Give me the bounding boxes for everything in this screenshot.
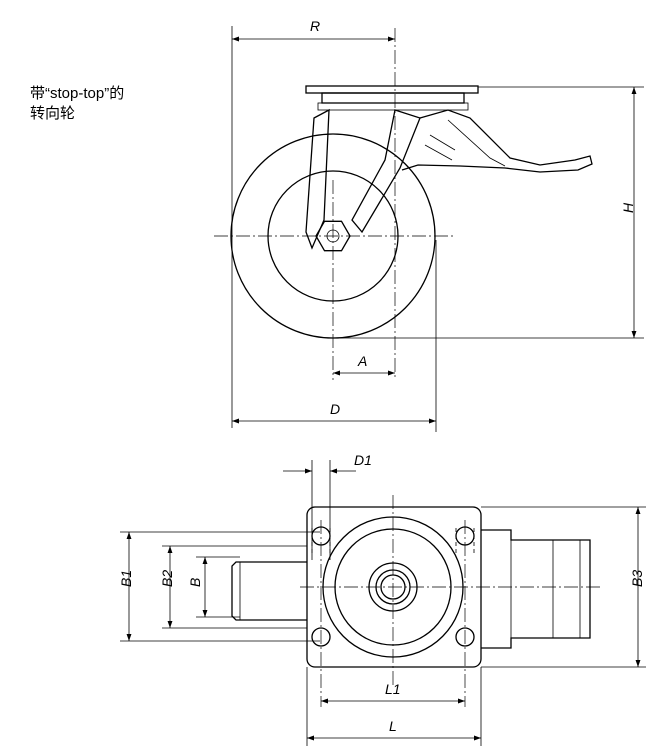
fork-leg bbox=[305, 108, 330, 250]
dim-label-R: R bbox=[310, 18, 320, 34]
swivel-ring bbox=[317, 102, 469, 111]
side-view: R H A D bbox=[214, 18, 644, 432]
swivel-housing bbox=[321, 92, 465, 104]
dim-label-L1: L1 bbox=[385, 681, 401, 697]
wheel-left-stub bbox=[231, 561, 307, 621]
brake-body bbox=[401, 109, 593, 173]
dim-label-B2: B2 bbox=[159, 570, 175, 587]
dim-label-B: B bbox=[187, 578, 203, 587]
fork-leg-right bbox=[351, 109, 421, 234]
brake-pad-outline bbox=[481, 529, 591, 649]
top-view: D1 B1 B2 B B3 L1 L bbox=[118, 452, 646, 746]
dim-label-B3: B3 bbox=[629, 570, 645, 587]
brake-spring bbox=[424, 134, 456, 161]
bolt-hole-bl bbox=[311, 627, 331, 647]
dim-label-B1: B1 bbox=[118, 570, 134, 587]
dim-label-D1: D1 bbox=[354, 452, 372, 468]
dim-label-A: A bbox=[357, 353, 367, 369]
top-plate bbox=[305, 85, 479, 94]
dim-label-L: L bbox=[389, 718, 397, 734]
dim-label-H: H bbox=[620, 202, 636, 213]
brake-lever bbox=[447, 119, 506, 167]
caption-line-1: 带“stop-top”的 bbox=[30, 85, 125, 102]
dim-label-D: D bbox=[330, 401, 340, 417]
caption: 带“stop-top”的 转向轮 bbox=[30, 84, 124, 124]
caption-line-2: 转向轮 bbox=[30, 105, 76, 122]
bolt-hole-br bbox=[455, 627, 475, 647]
